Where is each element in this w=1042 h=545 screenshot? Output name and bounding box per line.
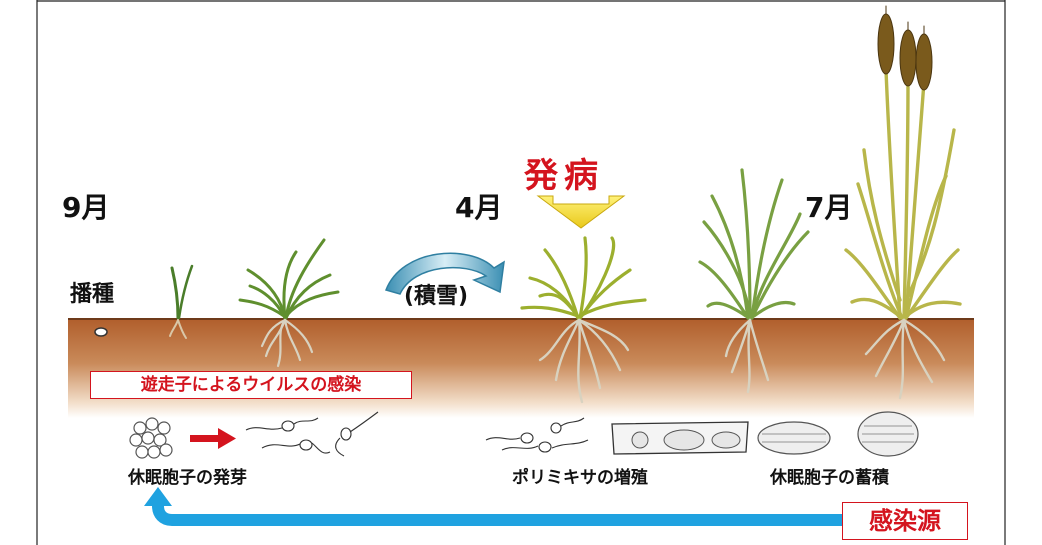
caption-accumulation: 休眠胞子の蓄積 bbox=[770, 468, 889, 488]
spore-texture bbox=[762, 425, 914, 443]
curved-arrow-icon bbox=[385, 252, 505, 295]
infection-source-label: 感染源 bbox=[842, 502, 968, 540]
zoospore-infection-label: 遊走子によるウイルスの感染 bbox=[90, 371, 412, 399]
right-arrow-icon bbox=[190, 428, 236, 449]
seedling-plant bbox=[169, 264, 194, 339]
month-september: 9月 bbox=[62, 191, 110, 224]
month-april: 4月 bbox=[455, 191, 503, 224]
zoospore-icon bbox=[245, 411, 379, 457]
sowing-label: 播種 bbox=[70, 282, 115, 307]
snow-label: (積雪) bbox=[404, 284, 469, 309]
caption-germination: 休眠胞子の発芽 bbox=[128, 468, 247, 488]
sporangium-cell-icon bbox=[611, 421, 749, 455]
soil-layer bbox=[68, 318, 974, 418]
resting-spore-icon bbox=[129, 417, 173, 459]
caption-proliferation: ポリミキサの増殖 bbox=[512, 468, 648, 488]
seed bbox=[94, 327, 108, 337]
u-turn-arrow-icon bbox=[144, 487, 844, 526]
booting-plant bbox=[698, 168, 810, 394]
month-july: 7月 bbox=[805, 191, 853, 224]
april-plant bbox=[520, 236, 647, 404]
young-plant bbox=[238, 238, 340, 368]
down-arrow-icon bbox=[536, 195, 626, 229]
disease-onset-label: 発病 bbox=[524, 156, 604, 196]
mature-wheat-plant bbox=[844, 5, 962, 400]
plasmodium-icon bbox=[485, 417, 589, 453]
